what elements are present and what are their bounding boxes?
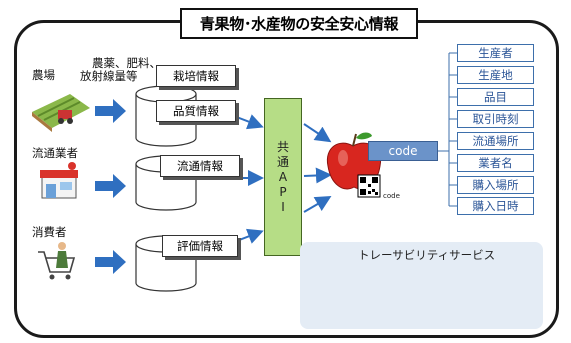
source-arrow-consumer <box>95 250 126 274</box>
arrow-api-to-apple-2 <box>303 167 332 184</box>
chemicals-label-line2: 放射線量等 <box>80 69 138 83</box>
qr-code-label: code <box>383 192 400 200</box>
distributor-label: 流通業者 <box>32 146 78 160</box>
attribute-distribution-place: 流通場所 <box>457 132 534 150</box>
farm-label: 農場 <box>32 68 55 82</box>
diagram-title: 青果物･水産物の安全安心情報 <box>180 8 418 39</box>
cultivation-info-box: 栽培情報 <box>156 65 236 87</box>
api-char: P <box>279 184 287 199</box>
attribute-purchase-datetime: 購入日時 <box>457 197 534 215</box>
quality-info-box: 品質情報 <box>156 100 236 122</box>
shopping-cart-icon <box>38 242 76 280</box>
traceability-service-title: トレーサビリティサービス <box>358 248 496 262</box>
api-char: A <box>278 169 288 184</box>
attribute-purchase-place: 購入場所 <box>457 176 534 194</box>
arrow-api-to-apple-3 <box>303 195 332 213</box>
distribution-info-box: 流通情報 <box>160 155 240 177</box>
attribute-connectors <box>438 52 457 207</box>
api-char: 通 <box>276 154 289 169</box>
attribute-production-area: 生産地 <box>457 66 534 84</box>
api-char: 共 <box>276 139 289 154</box>
qr-code-icon <box>357 174 381 198</box>
api-char: I <box>281 199 285 214</box>
common-api-box: 共 通 A P I <box>264 98 302 256</box>
code-box: code <box>368 141 438 161</box>
traceability-service-panel <box>300 242 543 329</box>
consumer-label: 消費者 <box>32 225 67 239</box>
attribute-vendor-name: 業者名 <box>457 154 534 172</box>
evaluation-info-box: 評価情報 <box>162 235 238 257</box>
attribute-trade-time: 取引時刻 <box>457 110 534 128</box>
source-arrow-farm <box>95 99 126 123</box>
store-icon <box>40 162 78 199</box>
farm-field-icon <box>32 94 90 132</box>
arrow-api-to-apple-1 <box>303 123 332 143</box>
chemicals-label-line1: 農薬、肥料、 <box>92 56 161 70</box>
attribute-item: 品目 <box>457 88 534 106</box>
source-arrow-distributor <box>95 174 126 198</box>
attribute-producer: 生産者 <box>457 44 534 62</box>
